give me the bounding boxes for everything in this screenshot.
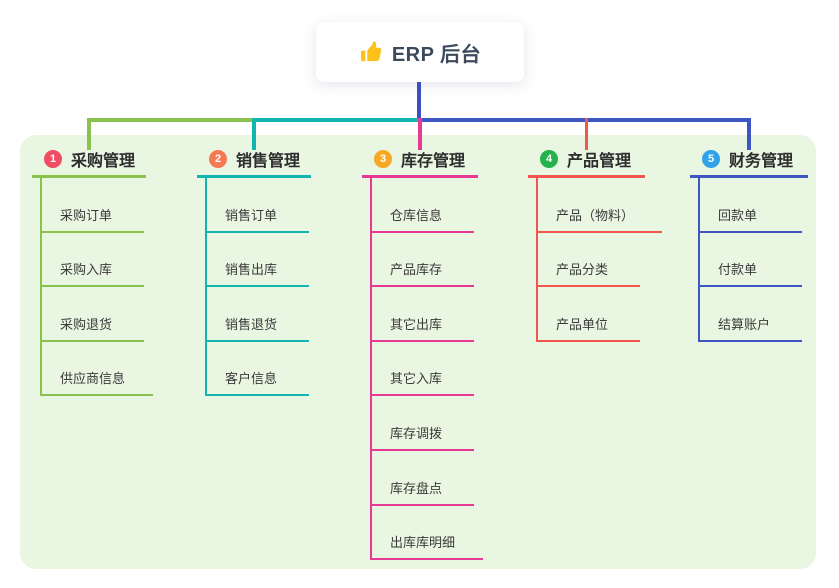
- branch-column-4: 4 产品管理 产品（物料） 产品分类产品单位: [528, 147, 663, 342]
- child-node[interactable]: 采购订单: [42, 178, 144, 233]
- branch-column-5: 5 财务管理 回款单付款单结算账户: [690, 147, 808, 342]
- thumbs-up-icon: [360, 40, 382, 61]
- child-node[interactable]: 销售出库: [207, 233, 309, 288]
- child-node[interactable]: 库存调拨: [372, 396, 474, 451]
- child-node-label: 出库库明细: [390, 535, 456, 551]
- child-node[interactable]: 出库库明细: [372, 506, 484, 561]
- branch-node[interactable]: 5 财务管理: [690, 147, 808, 178]
- branch-node-label: 产品管理: [567, 153, 632, 170]
- branch-node-label: 销售管理: [236, 153, 301, 170]
- branch-children: 仓库信息产品库存其它出库其它入库库存调拨库存盘点出库库明细: [370, 178, 484, 561]
- branch-number-badge: 5: [702, 150, 720, 168]
- child-node[interactable]: 付款单: [700, 233, 802, 288]
- child-node-label: 付款单: [718, 262, 758, 278]
- child-node[interactable]: 产品单位: [538, 287, 640, 342]
- child-node-label: 采购订单: [60, 207, 113, 223]
- branch-node-label: 采购管理: [71, 153, 136, 170]
- branch-connector-stub: [87, 118, 91, 150]
- child-node-label: 产品分类: [556, 262, 609, 278]
- child-node-label: 销售出库: [225, 262, 278, 278]
- child-node-label: 销售退货: [225, 316, 278, 332]
- branch-column-3: 3 库存管理 仓库信息产品库存其它出库其它入库库存调拨库存盘点出库库明细: [362, 147, 484, 561]
- branch-connector-stub: [252, 118, 256, 150]
- branch-connector-stub: [418, 118, 422, 150]
- child-node[interactable]: 销售退货: [207, 287, 309, 342]
- branch-connector-stub: [747, 118, 751, 150]
- child-node-label: 采购退货: [60, 316, 113, 332]
- child-node[interactable]: 库存盘点: [372, 451, 474, 506]
- child-node-label: 客户信息: [225, 371, 278, 387]
- rail-right: [418, 118, 751, 122]
- child-node[interactable]: 采购退货: [42, 287, 144, 342]
- child-node-label: 产品库存: [390, 262, 443, 278]
- child-node[interactable]: 产品库存: [372, 233, 474, 288]
- rail-left-inner: [252, 118, 419, 122]
- child-node-label: 仓库信息: [390, 207, 443, 223]
- branch-node[interactable]: 4 产品管理: [528, 147, 645, 178]
- child-node-label: 销售订单: [225, 207, 278, 223]
- child-node[interactable]: 采购入库: [42, 233, 144, 288]
- child-node[interactable]: 其它入库: [372, 342, 474, 397]
- root-node[interactable]: ERP 后台: [316, 22, 524, 82]
- branch-node[interactable]: 3 库存管理: [362, 147, 478, 178]
- branch-children: 销售订单销售出库销售退货客户信息: [205, 178, 311, 397]
- child-node[interactable]: 客户信息: [207, 342, 309, 397]
- child-node-label: 回款单: [718, 207, 758, 223]
- branch-node[interactable]: 1 采购管理: [32, 147, 146, 178]
- child-node-label: 采购入库: [60, 262, 113, 278]
- child-node[interactable]: 产品（物料）: [538, 178, 663, 233]
- child-node-label: 其它入库: [390, 371, 443, 387]
- child-node[interactable]: 结算账户: [700, 287, 802, 342]
- branch-node-label: 库存管理: [401, 153, 466, 170]
- branch-children: 产品（物料） 产品分类产品单位: [536, 178, 663, 342]
- branch-connector-stub: [584, 118, 589, 150]
- branch-column-1: 1 采购管理 采购订单采购入库采购退货供应商信息: [32, 147, 154, 397]
- child-node[interactable]: 供应商信息: [42, 342, 154, 397]
- branch-column-2: 2 销售管理 销售订单销售出库销售退货客户信息: [197, 147, 311, 397]
- child-node[interactable]: 销售订单: [207, 178, 309, 233]
- branch-children: 回款单付款单结算账户: [698, 178, 808, 342]
- child-node[interactable]: 回款单: [700, 178, 802, 233]
- root-node-label: ERP 后台: [391, 43, 482, 66]
- child-node[interactable]: 其它出库: [372, 287, 474, 342]
- child-node-label: 结算账户: [718, 316, 771, 332]
- child-node[interactable]: 仓库信息: [372, 178, 474, 233]
- branch-number-badge: 2: [209, 150, 227, 168]
- child-node-label: 供应商信息: [60, 371, 126, 387]
- branch-children: 采购订单采购入库采购退货供应商信息: [40, 178, 154, 397]
- branches-panel: [20, 135, 816, 569]
- child-node-label: 产品单位: [556, 316, 609, 332]
- root-connector-stem: [416, 82, 421, 122]
- child-node-label: 库存盘点: [390, 480, 443, 496]
- child-node-label: 其它出库: [390, 316, 443, 332]
- branch-node[interactable]: 2 销售管理: [197, 147, 311, 178]
- branch-node-label: 财务管理: [729, 153, 794, 170]
- branch-number-badge: 3: [374, 150, 392, 168]
- child-node-label: 库存调拨: [390, 425, 443, 441]
- child-node-label: 产品（物料）: [556, 207, 635, 223]
- branch-number-badge: 4: [540, 150, 558, 168]
- branch-number-badge: 1: [44, 150, 62, 168]
- child-node[interactable]: 产品分类: [538, 233, 640, 288]
